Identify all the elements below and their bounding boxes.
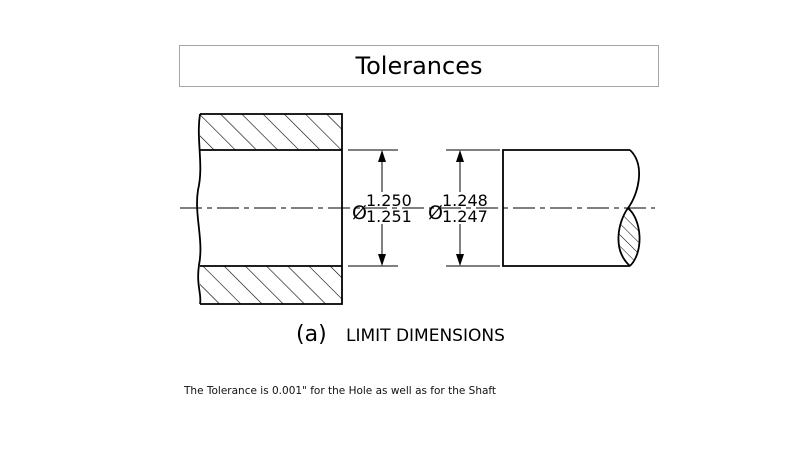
tolerance-caption: The Tolerance is 0.001" for the Hole as … — [184, 385, 497, 397]
figure-name: LIMIT DIMENSIONS — [346, 326, 505, 346]
hole-dimension: Ø 1.250 1.251 — [348, 149, 412, 267]
hole-upper-limit: 1.250 — [366, 191, 412, 210]
shaft-dimension: Ø 1.248 1.247 — [428, 149, 500, 267]
hole-diameter-symbol: Ø — [352, 202, 367, 224]
shaft-part — [502, 149, 641, 267]
shaft-outline — [502, 149, 630, 267]
hole-lower-limit: 1.251 — [366, 207, 412, 226]
shaft-arrow-bottom — [456, 254, 464, 266]
hole-outline — [200, 113, 343, 305]
shaft-arrow-top — [456, 150, 464, 162]
hole-arrow-top — [378, 150, 386, 162]
shaft-break-hatch — [618, 208, 640, 266]
shaft-diameter-symbol: Ø — [428, 202, 443, 224]
figure-label: (a) — [296, 322, 327, 347]
hole-part — [196, 113, 343, 305]
hole-arrow-bottom — [378, 254, 386, 266]
hole-top-wall — [200, 114, 342, 150]
hole-bottom-wall — [200, 266, 342, 304]
shaft-upper-limit: 1.248 — [442, 191, 488, 210]
hole-break-line — [196, 113, 202, 305]
shaft-lower-limit: 1.247 — [442, 207, 488, 226]
slide-title: Tolerances — [179, 45, 659, 87]
